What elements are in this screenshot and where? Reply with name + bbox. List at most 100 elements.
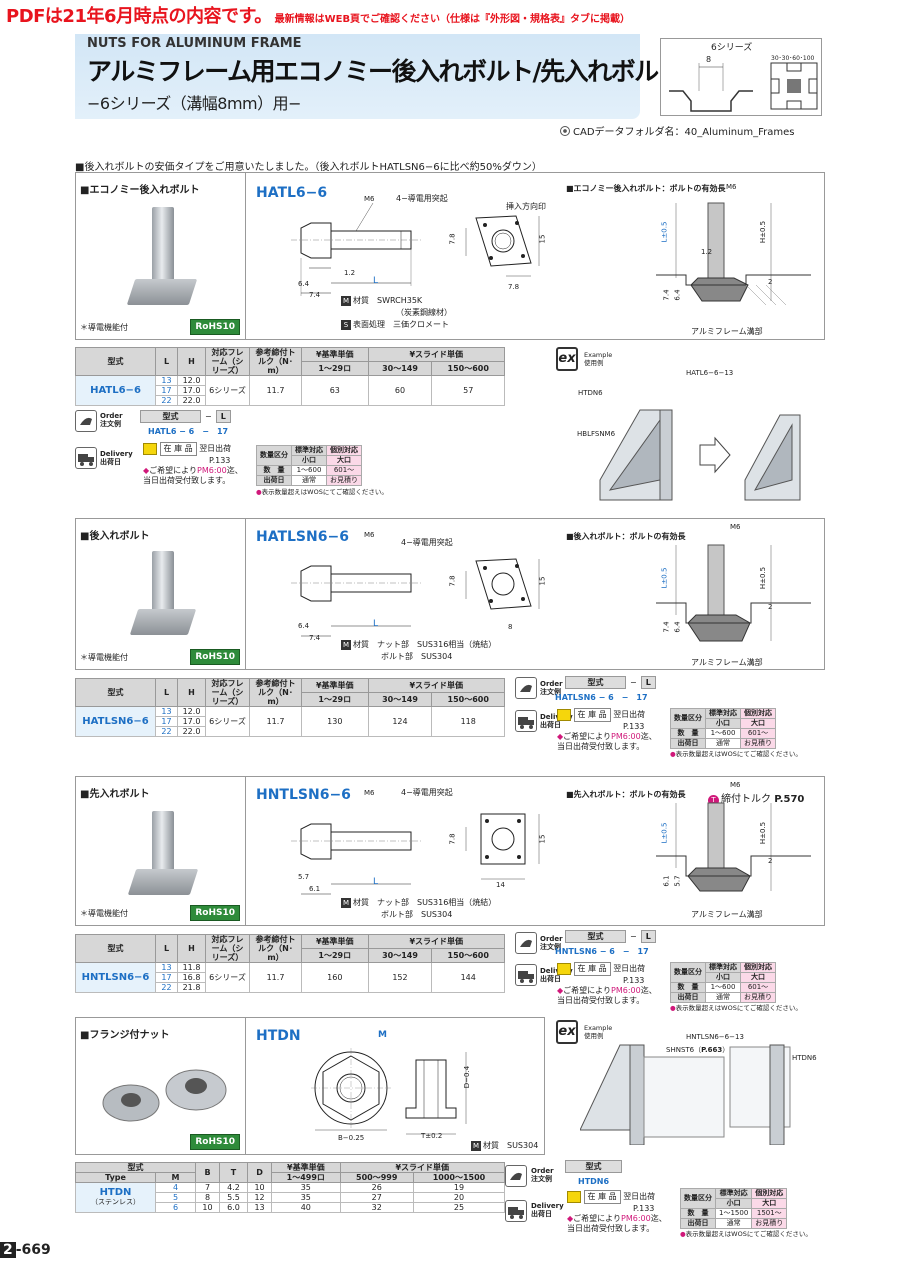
example-hatl6-label: HATL6−6−13 bbox=[686, 369, 734, 377]
hatlsn6-dim-m6: M6 bbox=[364, 531, 375, 539]
htdn-photo: ■フランジ付ナット RoHS10 bbox=[76, 1018, 246, 1154]
hatlsn6-detail-l: L±0.5 bbox=[660, 567, 669, 589]
material-icon: M bbox=[341, 296, 351, 306]
rohs-badge: RoHS10 bbox=[190, 319, 240, 335]
intro-text: ■後入れボルトの安価タイプをご用意いたしました。（後入れボルトHATLSN6−6… bbox=[75, 162, 542, 173]
header-series: −6シリーズ（溝幅8mm）用− bbox=[87, 94, 302, 113]
htdn-qty-note: ●表示数量超えはWOSにてご確認ください。 bbox=[680, 1230, 812, 1238]
htdn-dim-m: M bbox=[378, 1030, 387, 1040]
hntlsn6-dim-14: 14 bbox=[496, 881, 505, 889]
frame-cross-section: 6シリーズ 8 30･30･60･100 bbox=[660, 38, 822, 116]
hatlsn6-order-example: HATLSN6 − 6 − 17 bbox=[555, 693, 648, 702]
hatlsn6-detail-64: 6.4 bbox=[673, 621, 682, 633]
hatl6-conductive-note: ＊導電機能付 bbox=[80, 323, 128, 332]
hatlsn6-detail-drawing bbox=[656, 544, 811, 642]
hatl6-detail-2: 2 bbox=[768, 278, 773, 286]
page-header: NUTS FOR ALUMINUM FRAME アルミフレーム用エコノミー後入れ… bbox=[75, 34, 683, 119]
cad-folder-label: CADデータフォルダ名：40_Aluminum_Frames bbox=[560, 123, 795, 138]
stock-icon bbox=[567, 1190, 581, 1203]
hatl6-delivery: 在 庫 品 翌日出荷 P.133 ◆ご希望によりPM6:00迄、 当日出荷受付致… bbox=[143, 442, 243, 485]
hntlsn6-photo: ■先入れボルト ＊導電機能付 RoHS10 bbox=[76, 777, 246, 925]
hatlsn6-qty-note: ●表示数量超えはWOSにてご確認ください。 bbox=[670, 750, 802, 758]
stock-icon bbox=[143, 442, 157, 455]
example-shnst6-label: SHNST6（P.663） bbox=[666, 1046, 730, 1054]
htdn-delivery: 在 庫 品 翌日出荷 P.133 ◆ご希望によりPM6:00迄、 当日出荷受付致… bbox=[567, 1190, 667, 1233]
hatlsn6-dim-l: L bbox=[373, 619, 379, 629]
htdn-dim-t: T±0.2 bbox=[421, 1132, 443, 1140]
hatlsn6-photo: ■後入れボルト ＊導電機能付 RoHS10 bbox=[76, 519, 246, 669]
hatlsn6-model: HATLSN6−6 bbox=[256, 529, 349, 545]
htdn-dim-d: D−0.4 bbox=[463, 1065, 472, 1089]
hntlsn6-detail-title: ■先入れボルト：ボルトの有効長 bbox=[566, 790, 686, 799]
hatl6-dim-74: 7.4 bbox=[309, 291, 321, 299]
hatl6-dim-m6: M6 bbox=[364, 195, 375, 203]
page-number: 2-669 bbox=[0, 1242, 51, 1258]
cross-section-drawing bbox=[669, 62, 818, 112]
hatlsn6-conductive-note: ＊導電機能付 bbox=[80, 653, 128, 662]
cross-section-label: 6シリーズ bbox=[711, 43, 753, 53]
hatl6-detail-74: 7.4 bbox=[662, 289, 671, 301]
hntlsn6-dim-l: L bbox=[373, 877, 379, 887]
hntlsn6-detail-2: 2 bbox=[768, 857, 773, 865]
delivery-icon-2 bbox=[515, 710, 537, 732]
hatlsn6-dim-74: 7.4 bbox=[309, 634, 321, 642]
section-hatl6: ■エコノミー後入れボルト ＊導電機能付 RoHS10 HATL6−6 M6 4−… bbox=[75, 172, 825, 340]
example-htdn6-label: HTDN6 bbox=[578, 389, 603, 397]
material-icon: M bbox=[341, 640, 351, 650]
hatl6-detail-64: 6.4 bbox=[673, 289, 682, 301]
hatlsn6-dim-15: 15 bbox=[538, 576, 547, 586]
example-hblfsnm6-label: HBLFSNM6 bbox=[577, 430, 616, 438]
hatl6-detail-drawing bbox=[656, 202, 811, 306]
hatlsn6-delivery: 在 庫 品 翌日出荷 P.133 ◆ご希望によりPM6:00迄、 当日出荷受付致… bbox=[557, 708, 657, 751]
material-icon: M bbox=[471, 1141, 481, 1151]
hatl6-dim-78b: 7.8 bbox=[508, 283, 520, 291]
hatl6-photo: ■エコノミー後入れボルト ＊導電機能付 RoHS10 bbox=[76, 173, 246, 339]
section-htdn: ■フランジ付ナット RoHS10 HTDN M B−0.25 D−0.4 T±0… bbox=[75, 1017, 545, 1155]
example-icon-2: ex bbox=[556, 1020, 578, 1044]
hatl6-detail-title: ■エコノミー後入れボルト：ボルトの有効長 bbox=[566, 184, 726, 193]
htdn-dim-b: B−0.25 bbox=[338, 1134, 365, 1142]
hntlsn6-title: ■先入れボルト bbox=[80, 789, 150, 800]
delivery-icon bbox=[75, 447, 97, 469]
rohs-badge-4: RoHS10 bbox=[190, 1134, 240, 1150]
hntlsn6-dim-61: 6.1 bbox=[309, 885, 321, 893]
hatlsn6-frame-groove: アルミフレーム溝部 bbox=[691, 658, 763, 667]
order-icon bbox=[75, 410, 97, 432]
hatl6-detail-h: H±0.5 bbox=[759, 220, 768, 244]
hntlsn6-detail-m6: M6 bbox=[730, 781, 741, 789]
hatl6-detail-12: 1.2 bbox=[701, 248, 713, 256]
htdn-model: HTDN bbox=[256, 1028, 301, 1044]
top-notice: PDFは21年6月時点の内容です。 最新情報はWEB頁でご確認ください（仕様は『… bbox=[6, 2, 630, 28]
order-icon-3 bbox=[515, 932, 537, 954]
section-hatlsn6: ■後入れボルト ＊導電機能付 RoHS10 HATLSN6−6 M6 4−導電用… bbox=[75, 518, 825, 670]
hatlsn6-detail-2: 2 bbox=[768, 603, 773, 611]
hntlsn6-detail-h: H±0.5 bbox=[759, 821, 768, 845]
order-icon-2 bbox=[515, 677, 537, 699]
hatlsn6-order-table: 型式−L bbox=[565, 676, 656, 689]
example-htdn6-label-2: HTDN6 bbox=[792, 1054, 817, 1062]
example-hntlsn6-label: HNTLSN6−6−13 bbox=[686, 1033, 744, 1041]
hatl6-frame-groove: アルミフレーム溝部 bbox=[691, 327, 763, 336]
rohs-badge-2: RoHS10 bbox=[190, 649, 240, 665]
hatlsn6-detail-title: ■後入れボルト：ボルトの有効長 bbox=[566, 532, 686, 541]
hatl6-dim-78: 7.8 bbox=[448, 233, 457, 245]
hatl6-dim-l: L bbox=[373, 276, 379, 286]
htdn-nut-photo bbox=[102, 1069, 227, 1122]
hatl6-example-drawing bbox=[599, 409, 801, 501]
hatl6-title: ■エコノミー後入れボルト bbox=[80, 185, 200, 196]
hatl6-drawing bbox=[291, 202, 540, 296]
